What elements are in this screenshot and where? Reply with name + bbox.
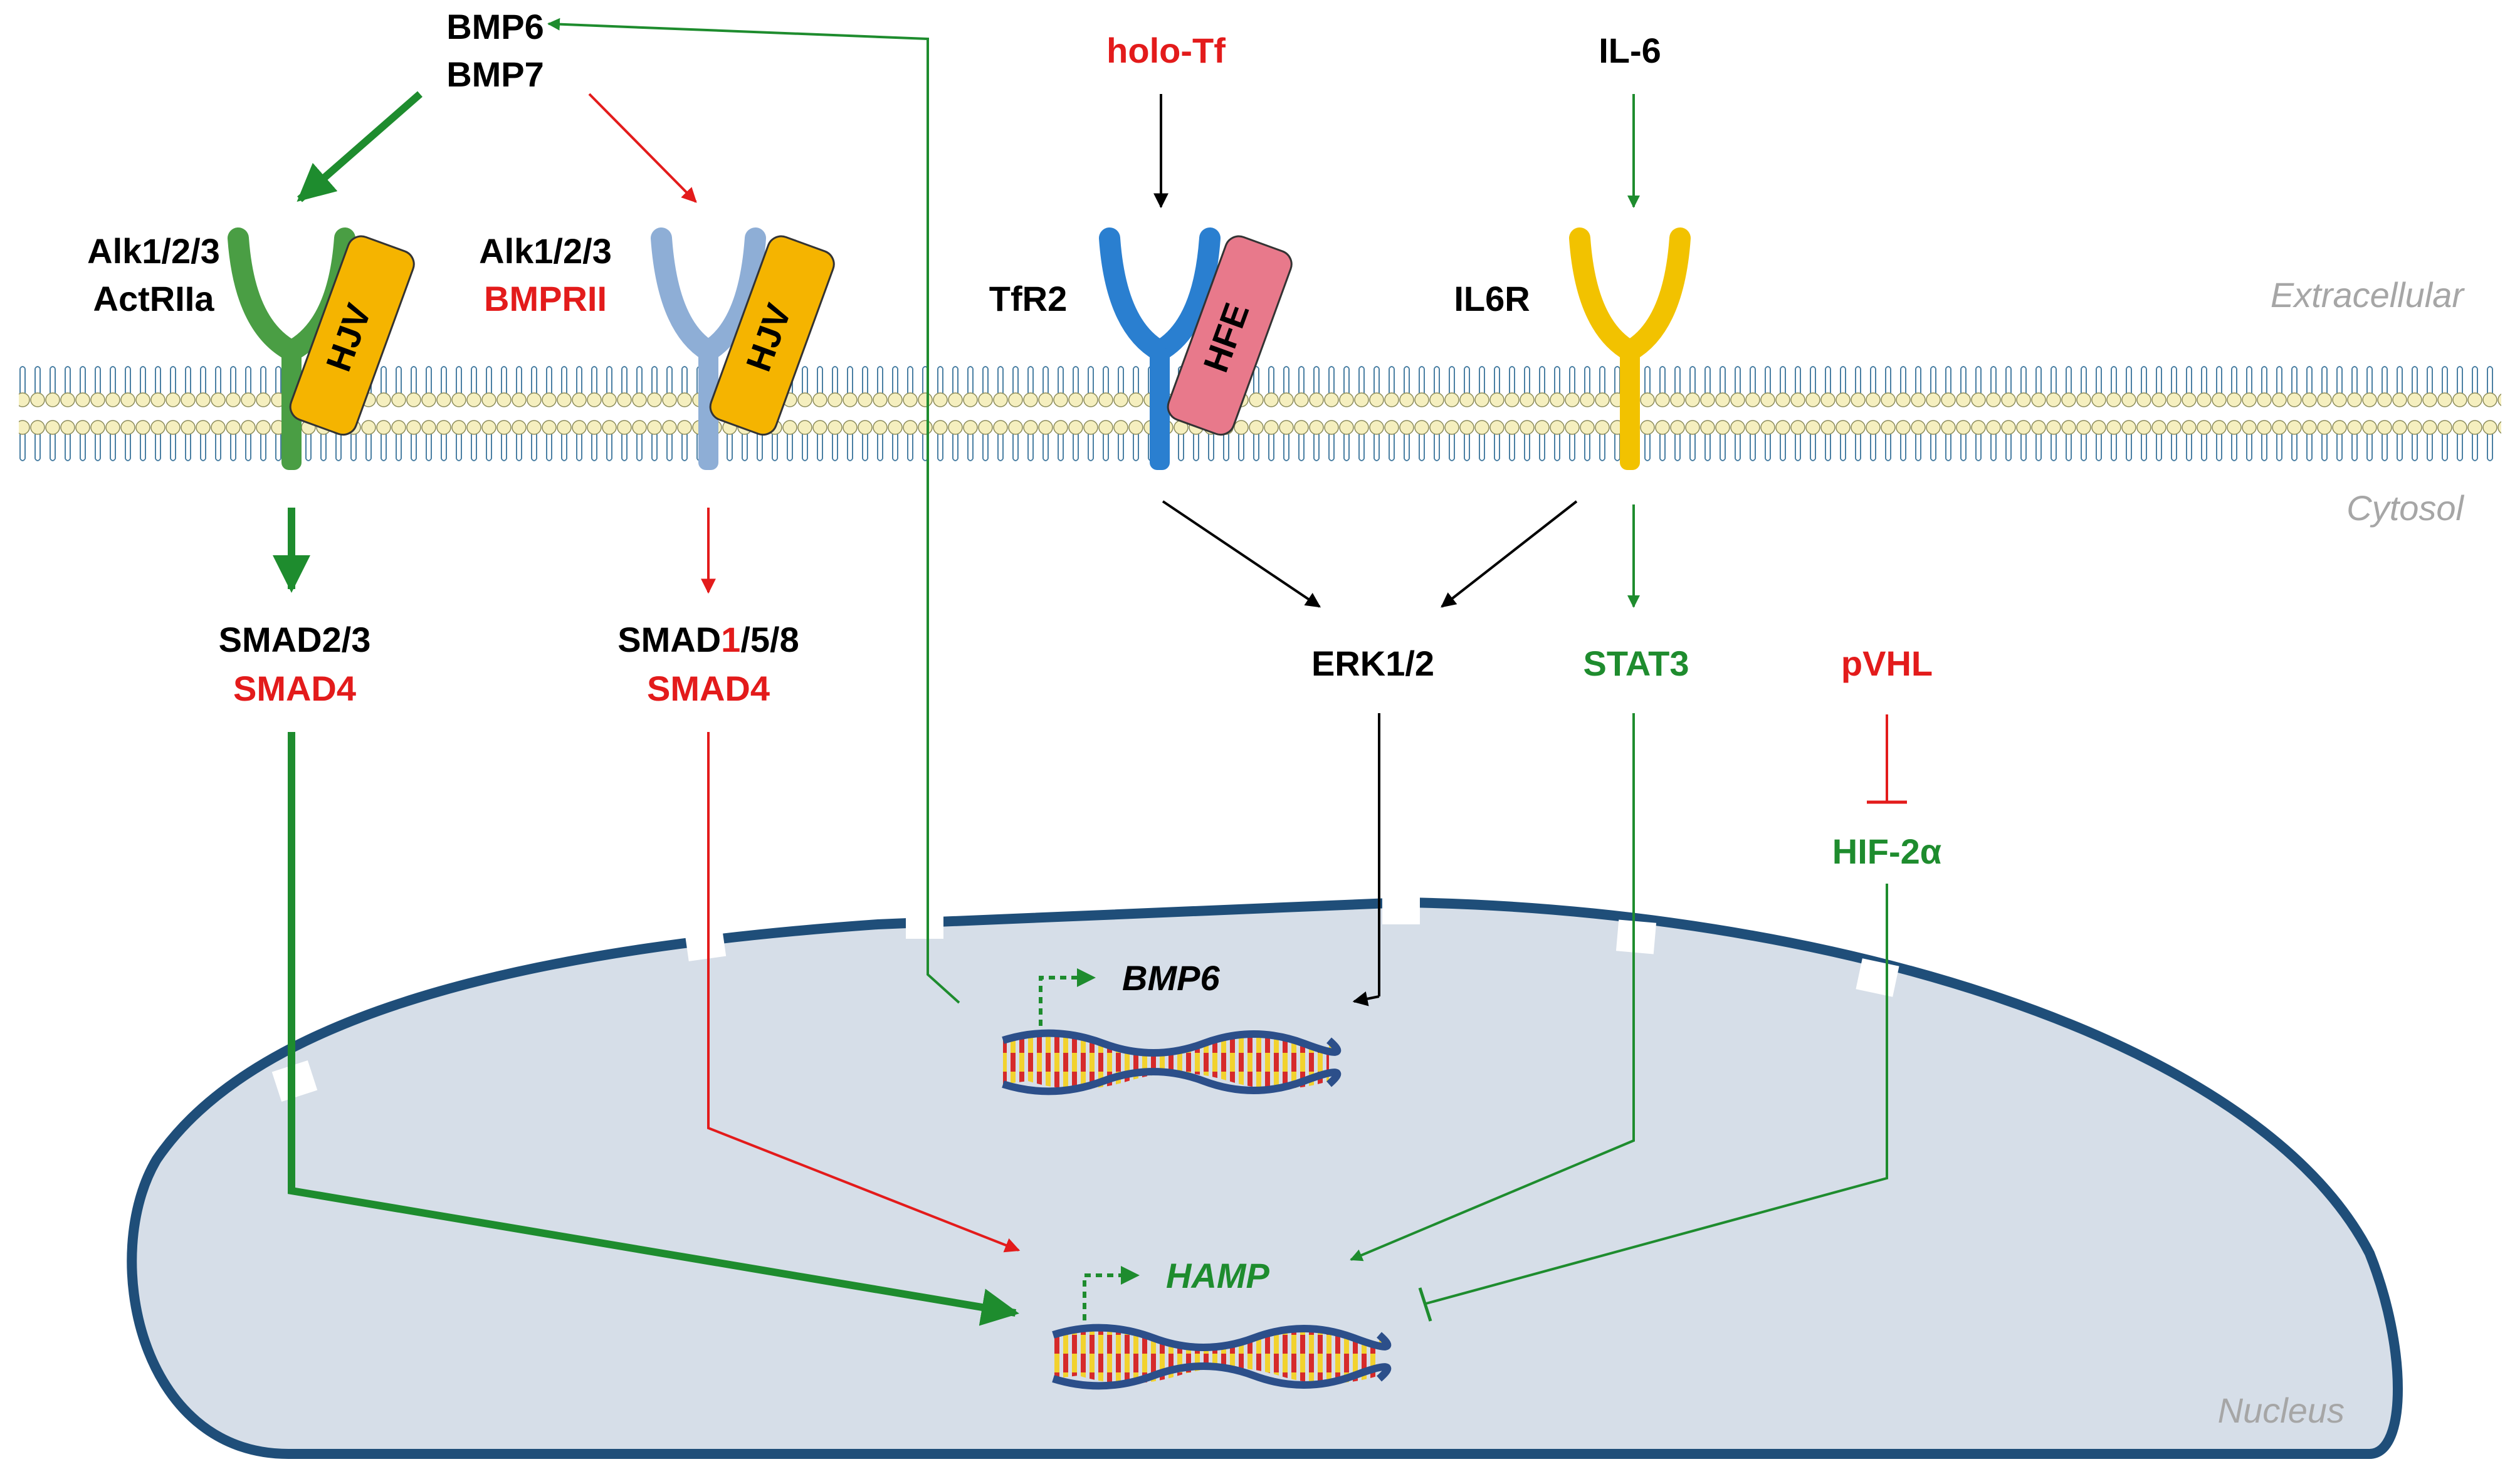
nucleus-label: Nucleus xyxy=(2218,1391,2345,1430)
nuclear-pores xyxy=(271,893,1899,1102)
receptor-alk-actriia: HJV xyxy=(228,227,415,470)
il6r-label: IL6R xyxy=(1454,279,1530,318)
bmp6-dna-helix xyxy=(1002,1029,1342,1095)
arrow-erk-to-bmp6-gene-head xyxy=(1352,991,1380,1006)
alk-right-label: Alk1/2/3 xyxy=(479,231,612,271)
erk-label: ERK1/2 xyxy=(1311,644,1434,683)
holo-tf-label: holo-Tf xyxy=(1106,31,1226,70)
arrow-tfr2-to-erk xyxy=(1162,500,1321,608)
hamp-tss-arrow xyxy=(1083,1266,1140,1332)
pvhl-label: pVHL xyxy=(1841,644,1933,683)
il6-label: IL-6 xyxy=(1599,31,1661,70)
hamp-gene-label: HAMP xyxy=(1166,1256,1270,1295)
arrow-smad4-left-to-hamp xyxy=(288,732,1019,1326)
arrow-il6r-to-erk xyxy=(1441,500,1578,608)
bmp6-gene: BMP6 xyxy=(1002,958,1342,1095)
hfe: HFE xyxy=(1167,235,1293,436)
nucleus xyxy=(127,893,2403,1459)
actriia-label: ActRIIa xyxy=(93,279,215,318)
smad4-right-label: SMAD4 xyxy=(647,669,770,708)
stat3-label: STAT3 xyxy=(1583,644,1689,683)
hamp-gene: HAMP xyxy=(1052,1256,1392,1390)
smad-suffix: /5/8 xyxy=(740,620,799,659)
receptor-tfr2-hfe: HFE xyxy=(1099,227,1293,470)
hif2a-label: HIF-2α xyxy=(1832,832,1941,871)
arrow-bmp6-gene-feedback xyxy=(547,18,960,1004)
smad4-left-label: SMAD4 xyxy=(233,669,356,708)
receptor-il6r xyxy=(1569,227,1691,470)
alk-left-label: Alk1/2/3 xyxy=(87,231,220,271)
receptor-alk-bmprii: HJV xyxy=(651,227,835,470)
hamp-dna-helix xyxy=(1052,1324,1392,1390)
bmp6-gene-label: BMP6 xyxy=(1122,958,1220,998)
bmp6-ligand-label: BMP6 xyxy=(446,7,544,46)
arrow-stat3-to-hamp xyxy=(1350,713,1635,1262)
arrow-smad4-right-to-hamp xyxy=(707,732,1021,1253)
hjv-right: HJV xyxy=(709,235,835,436)
bmp6-tss-arrow xyxy=(1039,968,1096,1037)
smad158-label: SMAD1/5/8 xyxy=(617,620,799,659)
cytosol-label: Cytosol xyxy=(2346,488,2464,528)
smad-one: 1 xyxy=(721,620,740,659)
inhibit-hif2a-hamp xyxy=(1418,884,1888,1322)
extracellular-label: Extracellular xyxy=(2271,275,2465,315)
hjv-left: HJV xyxy=(289,235,415,436)
tfr2-label: TfR2 xyxy=(989,279,1067,318)
smad-prefix: SMAD xyxy=(617,620,721,659)
arrow-bmp-to-blue-receptor xyxy=(588,93,697,203)
arrow-bmp-to-green-receptor xyxy=(297,91,423,202)
smad23-label: SMAD2/3 xyxy=(219,620,371,659)
inhibit-pvhl-hif2a xyxy=(1867,714,1907,804)
bmp7-ligand-label: BMP7 xyxy=(446,55,544,94)
bmprii-label: BMPRII xyxy=(484,279,607,318)
